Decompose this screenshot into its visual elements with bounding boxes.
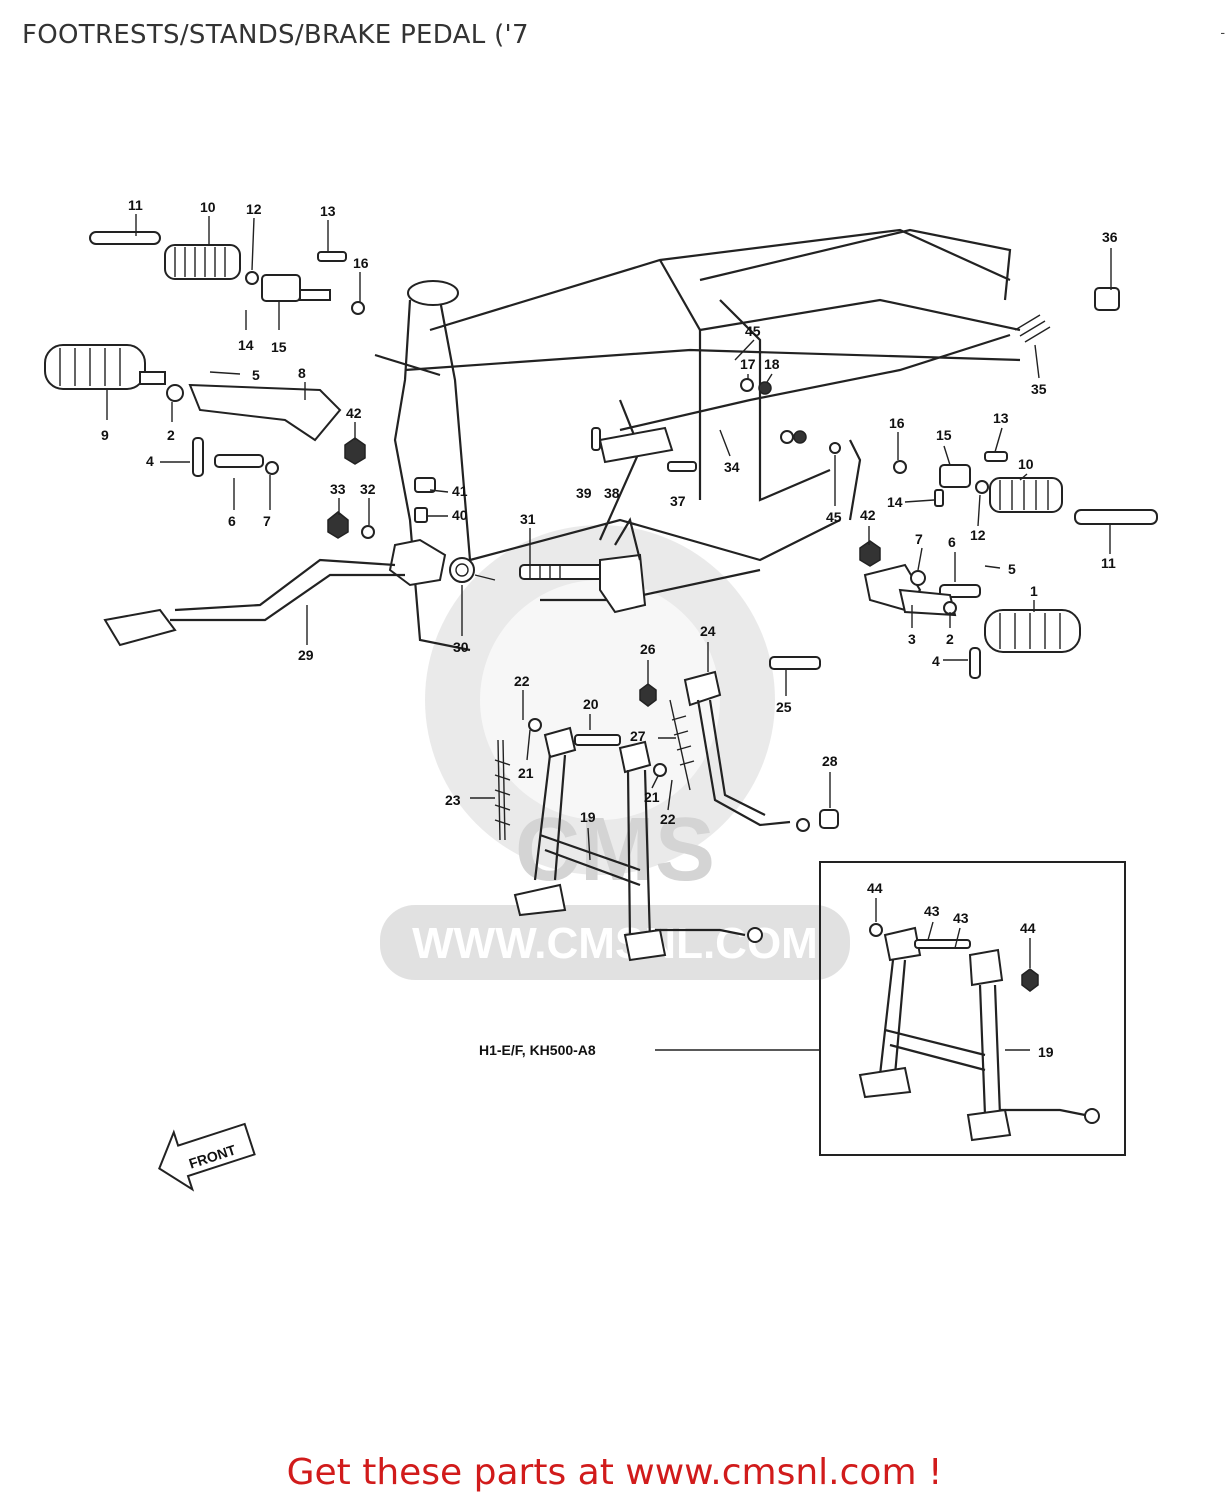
callout-5-left: 5 (252, 367, 260, 383)
callout-32: 32 (360, 481, 376, 497)
center-stand (494, 699, 763, 962)
callout-10-right: 10 (1018, 456, 1034, 472)
callout-40: 40 (452, 507, 468, 523)
callout-6-left: 6 (228, 513, 236, 529)
footer-link[interactable]: Get these parts at www.cmsnl.com ! (286, 1452, 943, 1493)
callout-13-right: 13 (993, 410, 1009, 426)
callout-4-left: 4 (146, 453, 154, 469)
callout-30: 30 (453, 639, 469, 655)
watermark-url: WWW.CMSNL.COM (412, 919, 818, 968)
callout-24: 24 (700, 623, 716, 639)
callout-7-left: 7 (263, 513, 271, 529)
callout-37: 37 (670, 493, 686, 509)
callout-44-left: 44 (867, 880, 883, 896)
callout-19-main: 19 (580, 809, 596, 825)
rod-linkage (591, 378, 841, 472)
callout-26: 26 (640, 641, 656, 657)
callout-23: 23 (445, 792, 461, 808)
callout-29: 29 (298, 647, 314, 663)
callout-11-right: 11 (1101, 555, 1116, 571)
callout-25: 25 (776, 699, 792, 715)
callout-17-top: 17 (740, 356, 756, 372)
callout-35: 35 (1031, 381, 1047, 397)
callout-7-right: 7 (915, 531, 923, 547)
callout-8: 8 (298, 365, 306, 381)
watermark: CMS WWW.CMSNL.COM (380, 525, 850, 980)
callout-36: 36 (1102, 229, 1118, 245)
callout-42-right: 42 (860, 507, 876, 523)
page-title: FOOTRESTS/STANDS/BRAKE PEDAL ('7 (22, 20, 529, 50)
callout-43-left: 43 (924, 903, 940, 919)
callout-45-top: 45 (745, 323, 761, 339)
brake-pedal (103, 477, 496, 647)
callout-12-left: 12 (246, 201, 262, 217)
callout-21-right: 21 (644, 789, 660, 805)
callout-43-right: 43 (953, 910, 969, 926)
callout-2-right: 2 (946, 631, 954, 647)
callout-3: 3 (908, 631, 916, 647)
variant-label: H1-E/F, KH500-A8 (479, 1042, 596, 1058)
left-footrest (44, 231, 366, 477)
callout-16-right: 16 (889, 415, 905, 431)
leader-lines (106, 214, 1112, 968)
callout-14-right: 14 (887, 494, 903, 510)
cable-nut-36 (1094, 287, 1120, 311)
callout-19-inset: 19 (1038, 1044, 1054, 1060)
callout-6-right: 6 (948, 534, 956, 550)
callout-31: 31 (520, 511, 536, 527)
callout-4-right: 4 (932, 653, 940, 669)
callout-11-left: 11 (128, 197, 143, 213)
callout-44-right: 44 (1020, 920, 1036, 936)
callout-20: 20 (583, 696, 599, 712)
callout-15-left: 15 (271, 339, 287, 355)
callout-33: 33 (330, 481, 346, 497)
callout-14-left: 14 (238, 337, 254, 353)
callout-41: 41 (452, 483, 468, 499)
callout-16-left: 16 (353, 255, 369, 271)
callout-42-left: 42 (346, 405, 362, 421)
watermark-logo: CMS (515, 800, 715, 900)
callout-27: 27 (630, 728, 646, 744)
right-footrest (769, 451, 1158, 679)
callout-38: 38 (604, 485, 620, 501)
corner-mark: - (1220, 24, 1225, 40)
parts-diagram: CMS WWW.CMSNL.COM (44, 197, 1158, 1192)
callout-18-top: 18 (764, 356, 780, 372)
callout-22-bottom: 22 (660, 811, 676, 827)
callout-9: 9 (101, 427, 109, 443)
callout-34: 34 (724, 459, 740, 475)
callout-15-right: 15 (936, 427, 952, 443)
callout-labels: 11 10 12 13 16 14 15 5 8 9 2 42 4 6 7 33… (101, 197, 1118, 1060)
front-arrow: FRONT (158, 1122, 256, 1192)
callout-13-left: 13 (320, 203, 336, 219)
callout-45-right: 45 (826, 509, 842, 525)
callout-21-left: 21 (518, 765, 534, 781)
callout-2-left: 2 (167, 427, 175, 443)
callout-22-top: 22 (514, 673, 530, 689)
callout-10-left: 10 (200, 199, 216, 215)
callout-5-right: 5 (1008, 561, 1016, 577)
callout-28: 28 (822, 753, 838, 769)
callout-1: 1 (1030, 583, 1038, 599)
brake-shaft (519, 517, 647, 614)
callout-12-right: 12 (970, 527, 986, 543)
callout-39: 39 (576, 485, 592, 501)
